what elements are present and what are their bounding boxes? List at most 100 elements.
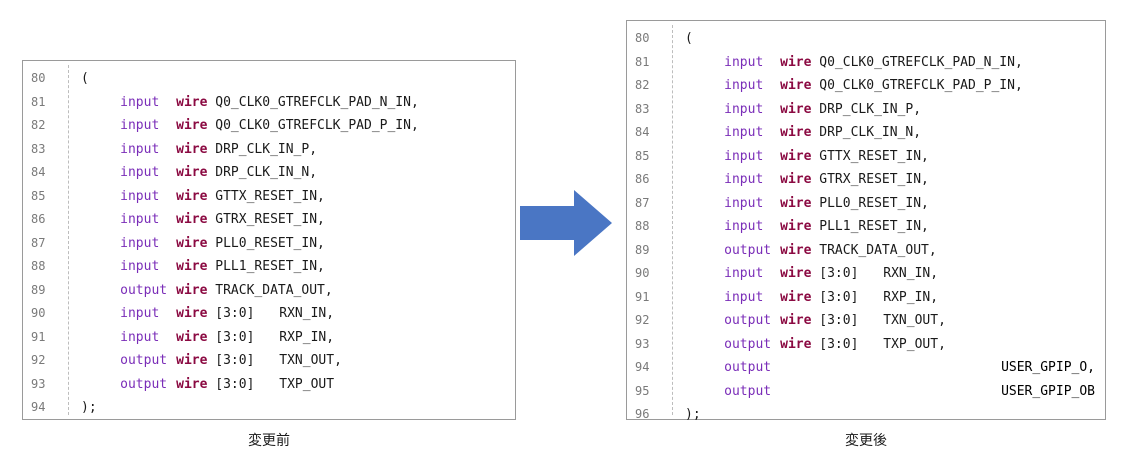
wire-keyword: wire xyxy=(176,235,208,251)
caption-before: 変更前 xyxy=(248,433,290,449)
direction-keyword: input xyxy=(120,141,160,157)
line-number: 83 xyxy=(31,141,46,156)
direction-keyword: output xyxy=(120,376,168,392)
direction-keyword: input xyxy=(120,329,160,345)
wire-keyword: wire xyxy=(780,336,812,352)
direction-keyword: input xyxy=(120,212,160,227)
wire-keyword: wire xyxy=(780,289,812,305)
line-number: 86 xyxy=(635,172,650,186)
bus-width: [3:0] xyxy=(819,289,859,305)
bus-width: [3:0] xyxy=(215,329,255,345)
caption-after: 変更後 xyxy=(845,433,887,449)
port-name: USER_GPIP_OB xyxy=(1001,383,1095,399)
port-name: ( xyxy=(81,71,89,86)
port-name: ); xyxy=(81,400,97,415)
port-name: Q0_CLK0_GTREFCLK_PAD_P_IN, xyxy=(215,118,419,133)
line-number: 88 xyxy=(31,259,46,273)
direction-keyword: input xyxy=(120,165,160,180)
line-number: 83 xyxy=(635,101,650,116)
wire-keyword: wire xyxy=(176,165,208,180)
direction-keyword: output xyxy=(724,242,772,258)
port-name: GTTX_RESET_IN, xyxy=(819,148,929,164)
line-number: 89 xyxy=(31,282,46,297)
line-number: 91 xyxy=(31,329,46,344)
line-number: 80 xyxy=(635,31,650,45)
line-number: 85 xyxy=(635,148,650,163)
direction-keyword: input xyxy=(120,306,160,321)
code-text: ( xyxy=(81,67,89,91)
wire-keyword: wire xyxy=(780,78,812,93)
port-name: PLL1_RESET_IN, xyxy=(819,219,929,234)
port-name: ); xyxy=(685,407,701,422)
direction-keyword: input xyxy=(120,259,160,274)
bus-width: [3:0] xyxy=(215,376,255,392)
direction-keyword: input xyxy=(724,195,764,211)
port-name: TXP_OUT, xyxy=(883,336,946,352)
code-text: output xyxy=(685,356,780,380)
port-name: TXN_OUT, xyxy=(279,353,342,368)
line-number: 90 xyxy=(31,306,46,320)
direction-keyword: output xyxy=(724,383,772,399)
line-number: 91 xyxy=(635,289,650,304)
wire-keyword: wire xyxy=(176,282,208,298)
line-number: 93 xyxy=(635,336,650,351)
wire-keyword: wire xyxy=(780,148,812,164)
wire-keyword: wire xyxy=(780,242,812,258)
direction-keyword: input xyxy=(724,266,764,281)
code-line: 80( xyxy=(627,27,1105,51)
line-number: 94 xyxy=(31,400,46,414)
wire-keyword: wire xyxy=(176,376,208,392)
direction-keyword: input xyxy=(120,188,160,204)
wire-keyword: wire xyxy=(780,219,812,234)
line-number: 82 xyxy=(31,118,46,132)
port-name: DRP_CLK_IN_P, xyxy=(819,101,922,117)
port-name: RXP_IN, xyxy=(883,289,939,305)
port-name: RXP_IN, xyxy=(279,329,335,345)
line-number: 94 xyxy=(635,360,650,374)
line-number: 92 xyxy=(635,313,650,327)
code-line: 91 input wire [3:0] RXP_IN, xyxy=(627,286,1105,310)
direction-keyword: input xyxy=(724,289,764,305)
direction-keyword: input xyxy=(120,118,160,133)
direction-keyword: input xyxy=(724,172,764,187)
port-name: DRP_CLK_IN_P, xyxy=(215,141,318,157)
line-number: 86 xyxy=(31,212,46,226)
code-text: input wire [3:0] RXP_IN, xyxy=(685,286,938,310)
wire-keyword: wire xyxy=(176,188,208,204)
line-number: 80 xyxy=(31,71,46,85)
line-number: 82 xyxy=(635,78,650,92)
direction-keyword: input xyxy=(724,54,764,70)
port-name: PLL0_RESET_IN, xyxy=(819,195,929,211)
wire-keyword: wire xyxy=(780,266,812,281)
port-name: TXN_OUT, xyxy=(883,313,946,328)
code-text: ); xyxy=(685,403,701,427)
bus-width: [3:0] xyxy=(215,353,255,368)
bus-width: [3:0] xyxy=(215,306,255,321)
